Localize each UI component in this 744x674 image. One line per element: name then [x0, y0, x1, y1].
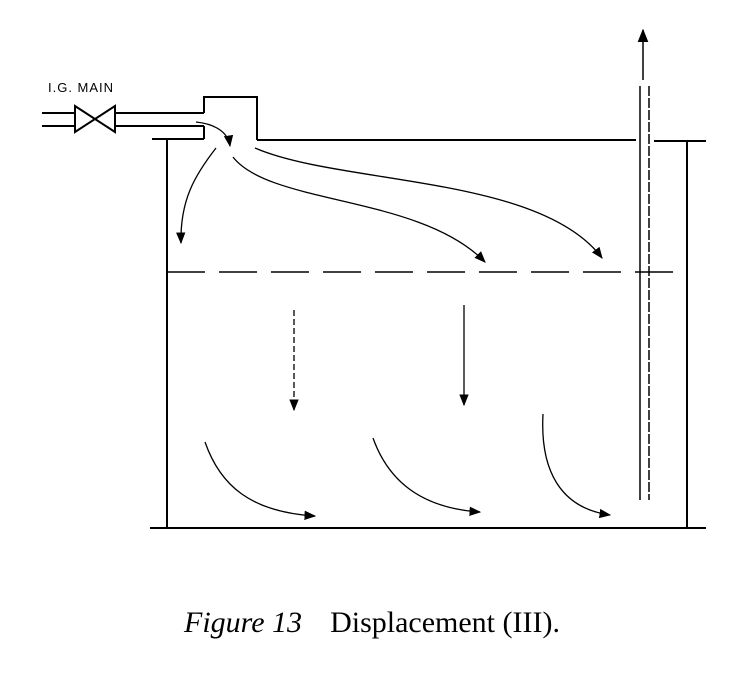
- valve-icon: [74, 104, 116, 134]
- caption-title: Displacement (III).: [330, 606, 560, 639]
- flow-arrows: [176, 121, 612, 521]
- figure-caption: Figure 13 Displacement (III).: [0, 606, 744, 640]
- vent-pipe: [637, 28, 650, 500]
- inlet-label: I.G. MAIN: [48, 80, 115, 95]
- inlet-pipe: [42, 96, 258, 140]
- tank-outline: [150, 138, 706, 529]
- caption-figure-number: Figure 13: [184, 606, 303, 639]
